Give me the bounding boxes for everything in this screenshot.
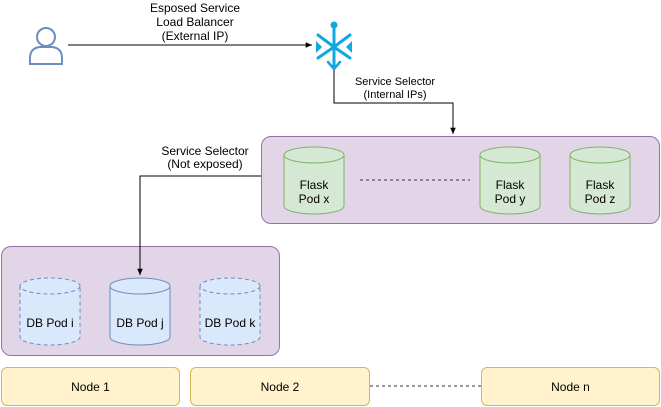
db-pod-i-label: DB Pod i: [26, 316, 74, 330]
flask-pod-x: [283, 146, 345, 215]
node-n-label: Node n: [551, 379, 590, 394]
lb-to-flask-arrow: [333, 70, 456, 134]
flask-to-db-arrow: [137, 175, 261, 275]
node-2-label: Node 2: [260, 379, 300, 394]
node-n: Node n: [481, 367, 660, 406]
db-pod-k: [199, 277, 261, 346]
flask-pod-y-label: Flask Pod y: [494, 178, 526, 206]
node-1-label: Node 1: [71, 379, 110, 394]
user-icon: [29, 27, 63, 65]
db-pod-i: [19, 277, 81, 346]
db-pod-j-label: DB Pod j: [116, 316, 164, 330]
service-selector-db-label: Service Selector (Not exposed): [161, 144, 249, 171]
flask-pod-y: [479, 146, 541, 215]
flask-pod-z-label: Flask Pod z: [584, 178, 616, 206]
service-selector-internal-label: Service Selector (Internal IPs): [354, 76, 436, 101]
load-balancer-label: Esposed Service Load Balancer (External …: [149, 1, 241, 43]
node-1: Node 1: [1, 367, 180, 406]
load-balancer-icon: [316, 21, 352, 71]
flask-pod-z: [569, 146, 631, 215]
node-2: Node 2: [190, 367, 370, 406]
db-pod-k-label: DB Pod k: [204, 316, 256, 330]
db-pod-j: [109, 277, 171, 346]
flask-pod-x-label: Flask Pod x: [298, 178, 330, 206]
